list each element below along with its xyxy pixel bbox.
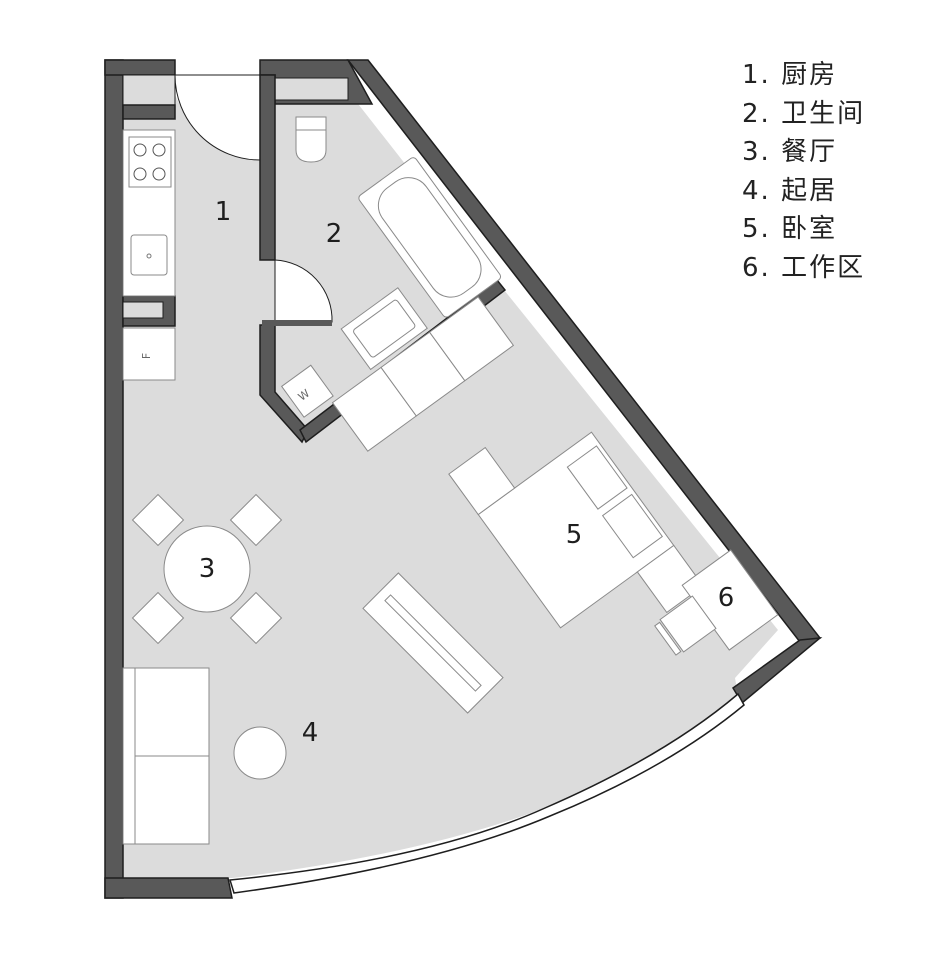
fridge-label: F xyxy=(140,353,153,359)
room-number-living: 4 xyxy=(302,718,319,748)
bedside-table xyxy=(448,446,516,516)
bottom-left-wall xyxy=(104,877,233,899)
bathtub-inner xyxy=(377,177,482,298)
burner-icon xyxy=(133,143,147,157)
toilet-bowl xyxy=(295,129,327,163)
legend-item-dining: 3. 餐厅 xyxy=(742,137,838,167)
bedside-table xyxy=(636,544,704,614)
bathroom-basin xyxy=(353,299,416,358)
kitchen-niche-top xyxy=(122,74,176,106)
room-legend: 1. 厨房 2. 卫生间 3. 餐厅 4. 起居 5. 卧室 6. 工作区 xyxy=(742,56,865,287)
washer xyxy=(280,364,334,418)
toilet-tank xyxy=(295,116,327,132)
legend-item-workspace: 6. 工作区 xyxy=(742,252,866,283)
legend-item-bedroom: 5. 卧室 xyxy=(742,214,838,244)
legend-item-living: 4. 起居 xyxy=(742,175,838,206)
bed xyxy=(477,431,675,629)
room-number-dining: 3 xyxy=(199,554,216,584)
burner-icon xyxy=(133,167,147,181)
dining-chair xyxy=(229,591,283,645)
room-number-bedroom: 5 xyxy=(566,520,583,550)
kitchen-stub-inner xyxy=(122,301,164,319)
fridge xyxy=(122,327,176,381)
cooktop xyxy=(128,136,172,188)
bath-niche xyxy=(269,77,349,101)
left-wall xyxy=(104,59,124,899)
bathroom-door-leaf xyxy=(262,320,332,326)
dining-chair xyxy=(131,591,185,645)
dining-chair xyxy=(229,493,283,547)
kitchen-sink xyxy=(130,234,168,276)
top-left-wall xyxy=(104,59,176,76)
pillow xyxy=(601,493,664,559)
room-number-workspace: 6 xyxy=(718,583,735,613)
entry-door-swing xyxy=(174,74,261,161)
legend-item-kitchen: 1. 厨房 xyxy=(742,60,838,90)
room-number-bathroom: 2 xyxy=(326,219,343,249)
room-number-kitchen: 1 xyxy=(215,197,232,227)
curved-window xyxy=(229,692,745,894)
wardrobe-unit xyxy=(428,296,515,382)
burner-icon xyxy=(152,143,166,157)
coffee-table xyxy=(233,726,287,780)
dining-table xyxy=(163,525,251,613)
chair-back xyxy=(654,621,682,656)
legend-item-bathroom: 2. 卫生间 xyxy=(742,98,866,129)
bathroom-left-wall-upper xyxy=(259,74,276,261)
sink-drain-icon xyxy=(146,253,152,259)
pillow xyxy=(566,445,628,510)
burner-icon xyxy=(152,167,166,181)
kitchen-stub-wall xyxy=(122,104,176,120)
desk-chair xyxy=(659,595,717,653)
tv-screen xyxy=(384,594,482,692)
sofa-back xyxy=(122,667,136,845)
dining-chair xyxy=(131,493,185,547)
